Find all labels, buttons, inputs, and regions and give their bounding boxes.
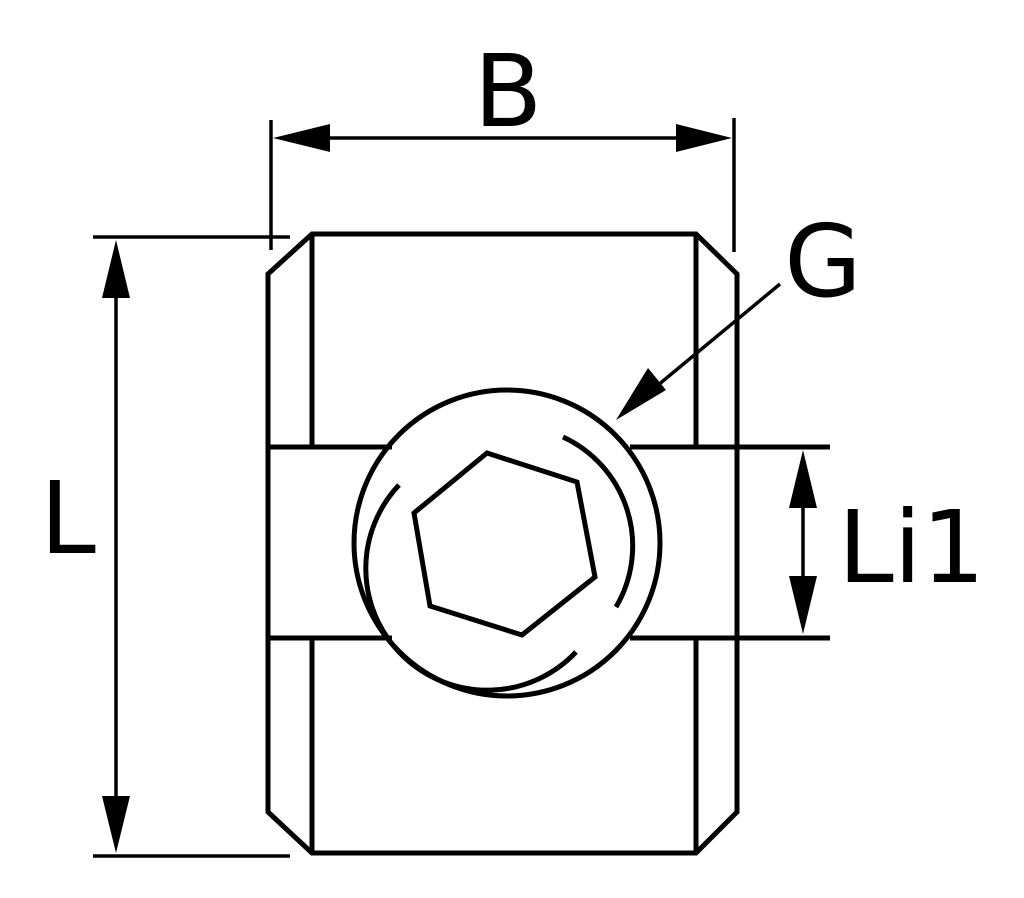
arrowhead-li1-top	[789, 450, 817, 508]
arrowhead-l-top	[102, 240, 130, 298]
hex-socket	[411, 450, 598, 638]
arrowhead-li1-bottom	[789, 576, 817, 634]
arrowhead-g	[616, 368, 666, 420]
label-g: G	[784, 203, 862, 320]
arrowhead-b-right	[676, 124, 732, 152]
dimension-li1: Li1	[789, 450, 985, 634]
label-l: L	[40, 460, 96, 577]
label-li1: Li1	[838, 489, 985, 606]
dimension-l: L	[40, 235, 290, 858]
thread-arc-lower	[363, 483, 578, 693]
body-outline	[265, 231, 740, 856]
leader-line-g	[638, 282, 782, 402]
leader-g: G	[616, 203, 862, 420]
thread-arc-upper	[561, 434, 636, 609]
arrowhead-b-left	[273, 124, 330, 152]
arrowhead-l-bottom	[102, 796, 130, 853]
screw-outer-circle	[351, 387, 663, 699]
dimension-b: B	[269, 33, 736, 252]
body	[265, 231, 830, 856]
label-b: B	[474, 33, 543, 150]
set-screw	[351, 387, 663, 699]
